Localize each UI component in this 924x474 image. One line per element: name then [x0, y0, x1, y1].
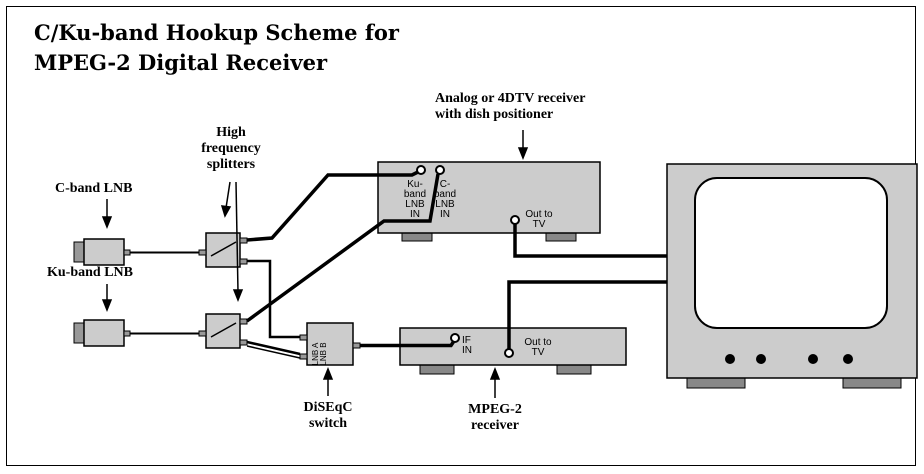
- mpeg2-receiver: [399, 327, 627, 375]
- cable-splitter-to-diseqc-a: [247, 259, 300, 339]
- switch-lnb-b-label: LNB B: [319, 342, 328, 365]
- mpeg-out-to-tv-label: Out to TV: [524, 337, 552, 358]
- tv-foot-right: [842, 377, 902, 389]
- cables: [130, 170, 667, 359]
- arrowhead: [232, 289, 244, 303]
- tv-knob: [725, 354, 735, 364]
- c-band-lnb-in-label: C- band LNB IN: [433, 179, 457, 220]
- ku-band-lnb-label: Ku-band LNB: [47, 265, 133, 280]
- cable-splitter-to-c-in: [245, 173, 440, 323]
- tv-knob: [756, 354, 766, 364]
- splitter-port: [239, 339, 248, 346]
- lnb-body: [83, 238, 125, 266]
- c-band-lnb-label: C-band LNB: [55, 181, 133, 196]
- arrowhead: [101, 299, 113, 313]
- arrows: [101, 130, 529, 398]
- splitters-label: High frequency splitters: [201, 125, 261, 172]
- splitter-port: [239, 237, 248, 244]
- splitter-port: [239, 258, 248, 265]
- title-line-2: MPEG-2 Digital Receiver: [34, 50, 328, 75]
- cable-splitter-to-diseqc-b: [246, 340, 301, 356]
- if-in-label: IF IN: [462, 335, 472, 356]
- splitter-port: [239, 318, 248, 325]
- ku-band-lnb: [73, 319, 131, 347]
- mpeg2-receiver-foot: [419, 364, 455, 375]
- lnb-cap: [73, 322, 85, 344]
- diseqc-switch: LNB A LNB B: [299, 322, 361, 366]
- analog-out-to-tv-label: Out to TV: [525, 209, 553, 230]
- analog-receiver-foot: [401, 232, 433, 242]
- splitter-port: [198, 330, 207, 337]
- ku-band-lnb-in-label: Ku- band LNB IN: [403, 179, 427, 220]
- splitter-diagonal: [210, 241, 237, 257]
- diseqc-switch-label: DiSEqC switch: [303, 400, 353, 431]
- c-band-lnb: [73, 238, 131, 266]
- splitter-diagonal: [210, 322, 237, 338]
- arrowhead: [517, 147, 529, 161]
- splitter-upper: [198, 232, 248, 268]
- cable-diseqc-to-if-in: [360, 340, 456, 348]
- cable-splitter-to-diseqc-b: [246, 345, 301, 359]
- cable-splitter-to-ku-in: [246, 170, 419, 242]
- tv-knob: [808, 354, 818, 364]
- arrow-splitter-upper: [225, 181, 231, 209]
- splitter-lower: [198, 313, 248, 349]
- diseqc-port: [299, 334, 308, 341]
- arrowhead: [220, 205, 232, 218]
- lnb-body: [83, 319, 125, 347]
- tv-knob: [843, 354, 853, 364]
- splitter-port: [198, 249, 207, 256]
- analog-out-to-tv-connector: [510, 215, 520, 225]
- mpeg2-receiver-label: MPEG-2 receiver: [468, 402, 522, 433]
- lnb-cap: [73, 241, 85, 263]
- tv-screen: [694, 177, 888, 329]
- arrowhead: [322, 366, 334, 380]
- diseqc-port: [352, 342, 361, 349]
- diagram-title: C/Ku-band Hookup Scheme for MPEG-2 Digit…: [34, 18, 399, 78]
- arrowhead: [489, 366, 501, 380]
- mpeg-out-to-tv-connector: [504, 348, 514, 358]
- arrowhead: [101, 216, 113, 230]
- title-line-1: C/Ku-band Hookup Scheme for: [34, 20, 399, 45]
- television: [666, 163, 918, 389]
- ku-band-lnb-in-connector: [416, 165, 426, 175]
- lnb-port: [123, 330, 131, 337]
- arrow-splitter-lower: [235, 181, 239, 293]
- cable-mpeg-to-tv: [507, 280, 667, 349]
- analog-receiver-foot: [545, 232, 577, 242]
- tv-foot-left: [686, 377, 746, 389]
- c-band-lnb-in-connector: [435, 165, 445, 175]
- diseqc-port: [299, 353, 308, 360]
- cable-analog-to-tv: [513, 224, 667, 258]
- diseqc-switch-body: [306, 322, 354, 366]
- switch-lnb-a-label: LNB A: [311, 342, 320, 365]
- lnb-port: [123, 249, 131, 256]
- mpeg2-receiver-foot: [556, 364, 592, 375]
- analog-receiver-label: Analog or 4DTV receiver with dish positi…: [435, 91, 586, 122]
